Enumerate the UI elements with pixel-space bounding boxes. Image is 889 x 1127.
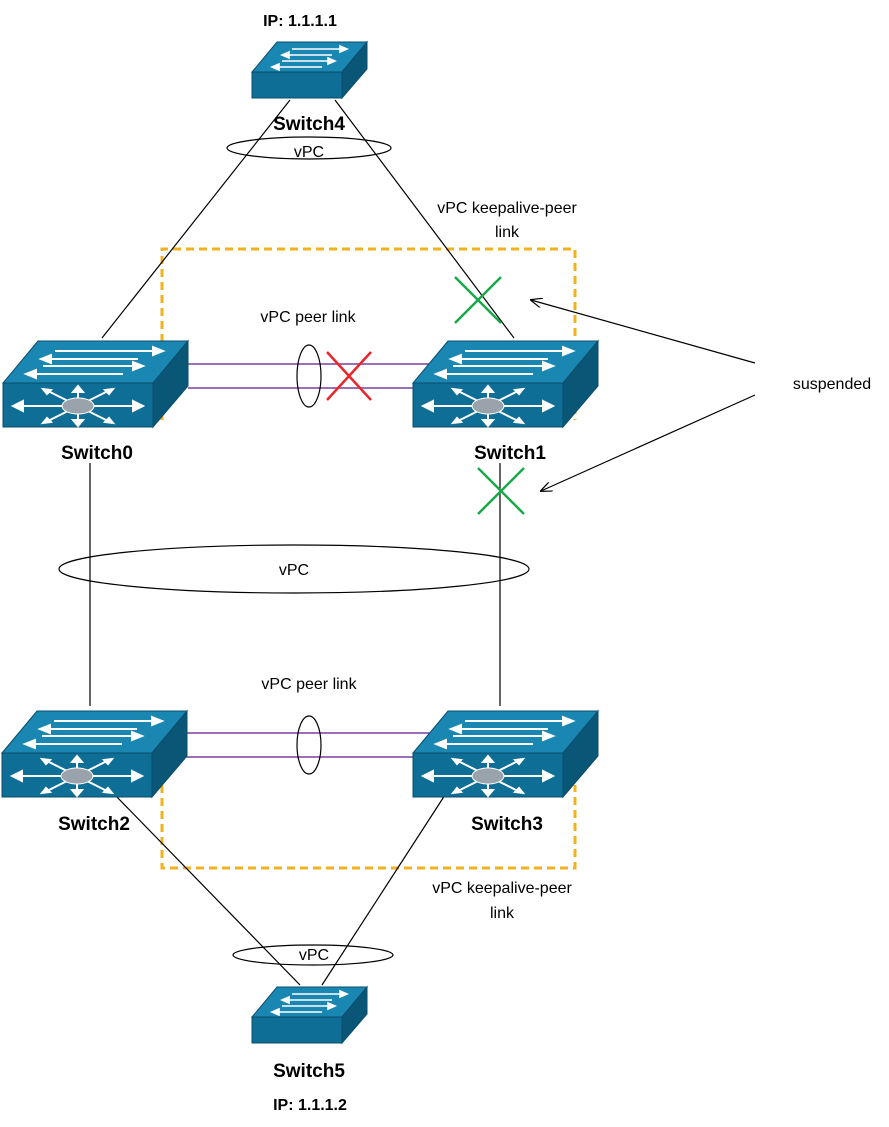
suspended-label: suspended — [793, 376, 871, 393]
switch4-ip: IP: 1.1.1.1 — [263, 13, 337, 30]
switch3-name: Switch3 — [471, 814, 543, 835]
vpc-ellipse-bottom — [232, 944, 394, 966]
keepalive-label-bottom-1: vPC keepalive-peer — [432, 880, 572, 897]
keepalive-label-bottom-2: link — [490, 905, 515, 922]
failed-link-x-icon — [326, 351, 372, 401]
suspended-x-icon-top — [454, 276, 502, 324]
switch4-name: Switch4 — [273, 114, 345, 135]
link-switch2-switch5 — [114, 794, 301, 986]
switch5-name: Switch5 — [273, 1061, 345, 1082]
switch2-icon — [1, 710, 188, 798]
switch0-name: Switch0 — [61, 443, 133, 464]
peer-link-bundle-top — [296, 344, 322, 408]
link-switch4-switch0 — [101, 99, 291, 339]
switch1-name: Switch1 — [474, 443, 546, 464]
switch5-ip: IP: 1.1.1.2 — [273, 1097, 347, 1114]
link-switch3-switch5 — [321, 794, 446, 986]
vpc-ellipse-middle — [58, 544, 530, 594]
switch5-icon — [251, 986, 368, 1044]
suspended-arrow-bottom — [541, 394, 756, 491]
suspended-x-icon-bottom — [477, 467, 525, 515]
vpc-label-middle: vPC — [279, 562, 309, 579]
switch3-icon — [412, 710, 599, 798]
switch2-name: Switch2 — [58, 814, 130, 835]
keepalive-box-bottom — [160, 785, 577, 870]
suspended-arrow-top — [531, 300, 756, 364]
switch4-icon — [251, 41, 368, 99]
vpc-ellipse-top — [226, 136, 392, 160]
keepalive-label-top-1: vPC keepalive-peer — [437, 200, 577, 217]
peer-link-bundle-bottom — [296, 715, 322, 775]
vpc-label-top: vPC — [294, 144, 324, 161]
keepalive-label-top-2: link — [495, 224, 520, 241]
switch0-icon — [2, 340, 189, 428]
link-switch4-switch1 — [334, 99, 515, 339]
keepalive-box-top — [160, 247, 577, 420]
peer-link-label-bottom: vPC peer link — [261, 676, 357, 693]
vpc-label-bottom: vPC — [299, 947, 329, 964]
peer-link-label-top: vPC peer link — [260, 309, 356, 326]
switch1-icon — [412, 340, 599, 428]
